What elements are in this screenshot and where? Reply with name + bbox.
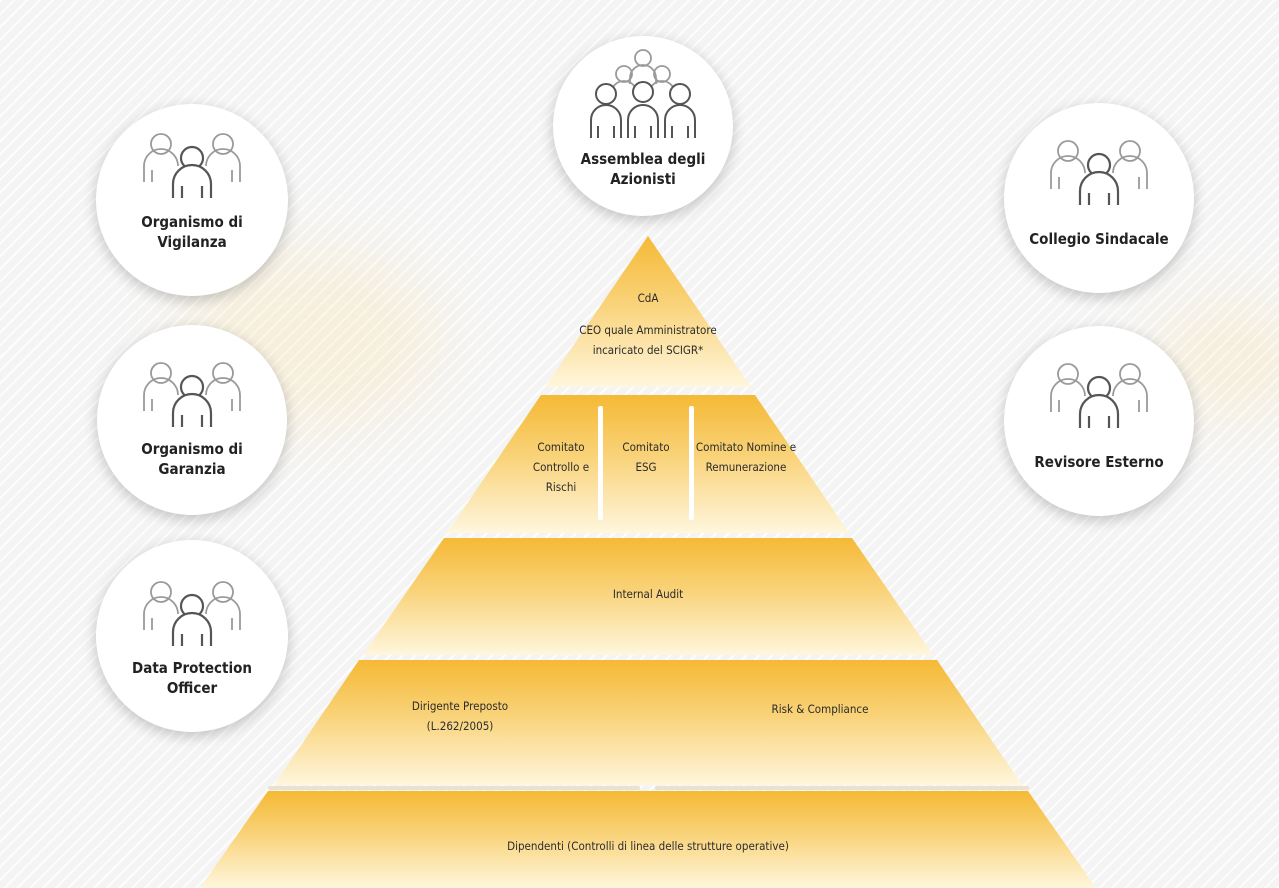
organismo-garanzia-label: Organismo di Garanzia bbox=[141, 440, 243, 478]
assemblea-label: Assemblea degli Azionisti bbox=[580, 150, 706, 188]
revisore-esterno-circle: Revisore Esterno bbox=[1004, 326, 1194, 516]
base-label: Dipendenti (Controlli di linea delle str… bbox=[507, 839, 789, 853]
internal-audit-label: Internal Audit bbox=[612, 587, 684, 601]
organismo-garanzia-circle: Organismo di Garanzia bbox=[97, 325, 287, 515]
organismo-vigilanza-label: Organismo di Vigilanza bbox=[141, 213, 243, 251]
apex-title: CdA bbox=[637, 291, 659, 305]
apex-subtitle: CEO quale Amministratore incaricato del … bbox=[579, 323, 717, 357]
assemblea-circle: Assemblea degli Azionisti bbox=[553, 36, 733, 216]
committee-divider-right bbox=[689, 406, 694, 520]
pyramid-committees-tier bbox=[447, 395, 849, 533]
organismo-vigilanza-circle: Organismo di Vigilanza bbox=[96, 104, 288, 296]
pyramid-apex bbox=[545, 236, 751, 387]
dpo-circle: Data Protection Officer bbox=[96, 540, 288, 732]
group-icon bbox=[143, 581, 241, 646]
base-divider-right bbox=[655, 786, 1029, 790]
pyramid-base-tier bbox=[200, 791, 1096, 888]
risk-compliance-label: Risk & Compliance bbox=[771, 702, 869, 716]
committee-esg: Comitato ESG bbox=[622, 440, 670, 474]
committee-divider-left bbox=[598, 406, 603, 520]
group-icon bbox=[1050, 140, 1148, 205]
audience-group-icon bbox=[590, 49, 696, 138]
committee-nominations: Comitato Nomine e Remunerazione bbox=[695, 440, 797, 474]
dpo-label: Data Protection Officer bbox=[132, 659, 252, 697]
committee-control-risk: Comitato Controllo e Rischi bbox=[532, 440, 590, 494]
group-icon bbox=[143, 362, 241, 427]
revisore-esterno-label: Revisore Esterno bbox=[1034, 453, 1164, 471]
group-icon bbox=[1050, 363, 1148, 428]
collegio-sindacale-circle: Collegio Sindacale bbox=[1004, 103, 1194, 293]
pyramid-second-level-tier bbox=[274, 660, 1022, 785]
pyramid-internal-audit-tier bbox=[363, 538, 933, 655]
group-icon bbox=[143, 133, 241, 198]
dirigente-preposto-label: Dirigente Preposto (L.262/2005) bbox=[411, 699, 509, 733]
collegio-sindacale-label: Collegio Sindacale bbox=[1029, 230, 1169, 248]
base-divider-left bbox=[268, 786, 640, 790]
